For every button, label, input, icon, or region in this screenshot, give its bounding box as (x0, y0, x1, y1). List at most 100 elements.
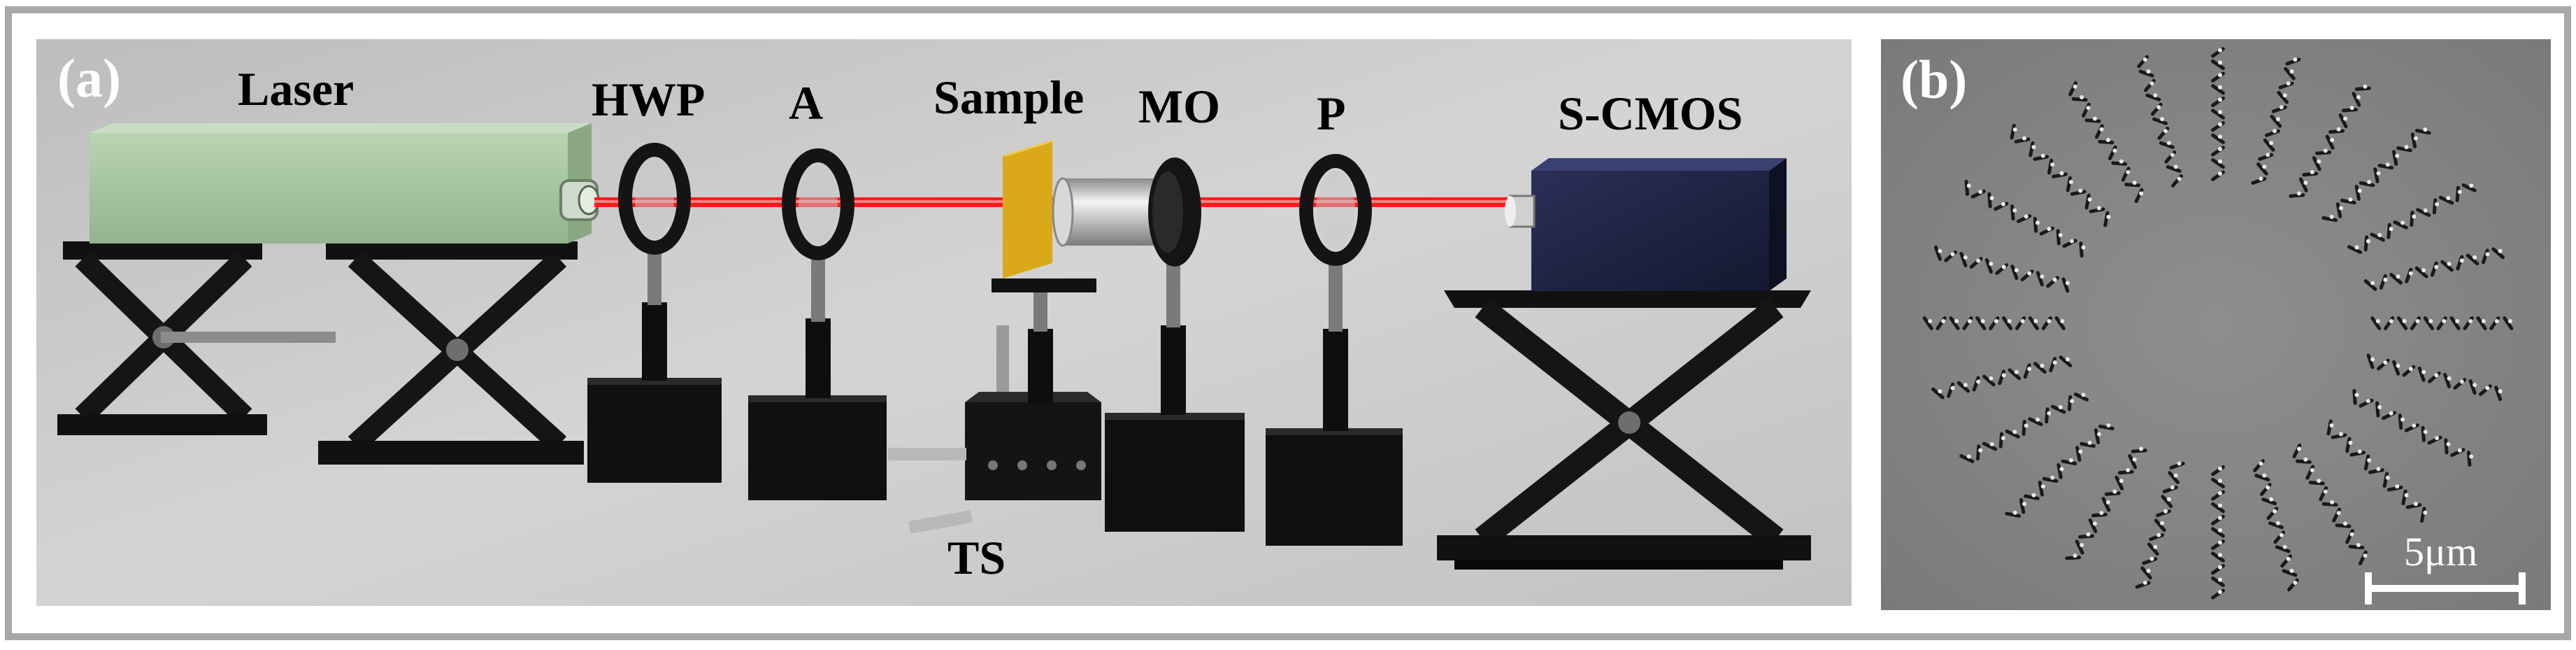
mo-post (1166, 260, 1180, 327)
sem-nanorod (1984, 258, 1993, 274)
sem-nanorod-highlight (2317, 479, 2321, 483)
sem-nanorod-highlight (2218, 73, 2222, 78)
sem-nanorod-highlight (2218, 528, 2222, 532)
sem-nanorod (2295, 459, 2312, 464)
sem-nanorod (2282, 569, 2298, 577)
sem-nanorod-highlight (2423, 430, 2428, 434)
mo-base (1105, 413, 1245, 532)
sem-nanorod (2263, 139, 2275, 152)
sem-nanorod (2366, 353, 2375, 369)
sem-spoke (2137, 55, 2183, 188)
sem-nanorod-highlight (2286, 556, 2291, 561)
sem-nanorod (2056, 229, 2061, 246)
sem-nanorod-highlight (2442, 319, 2447, 323)
sem-nanorod-highlight (2279, 105, 2284, 110)
sem-nanorod-highlight (2400, 220, 2405, 225)
sem-nanorod-highlight (2404, 145, 2409, 150)
sem-nanorod-highlight (2065, 281, 2070, 285)
sem-nanorod-highlight (2050, 475, 2055, 480)
sem-nanorod-highlight (2377, 233, 2382, 237)
sem-nanorod-highlight (2367, 458, 2372, 462)
sem-nanorod-highlight (2126, 170, 2131, 174)
sem-nanorod-highlight (2323, 148, 2328, 153)
sem-nanorod-highlight (2459, 379, 2464, 384)
sem-nanorod-highlight (2059, 467, 2064, 472)
sem-nanorod-highlight (2142, 580, 2147, 585)
sem-nanorod-highlight (2160, 117, 2165, 122)
sem-nanorod (2370, 232, 2385, 242)
sem-nanorod (1975, 316, 1987, 330)
sem-nanorod (2140, 566, 2152, 580)
sem-nanorod (2432, 198, 2438, 215)
sem-spoke (1922, 316, 2066, 330)
sem-nanorod-highlight (2052, 277, 2057, 282)
sem-nanorod-highlight (2040, 363, 2045, 368)
sem-nanorod-highlight (2412, 423, 2417, 428)
sem-nanorod-highlight (2166, 141, 2171, 146)
sem-nanorod-highlight (2421, 268, 2426, 273)
sem-nanorod-highlight (2396, 274, 2400, 279)
sem-nanorod (1959, 454, 1975, 463)
sample-holder (992, 278, 1096, 292)
sem-nanorod-highlight (2402, 319, 2407, 323)
sem-nanorod (2468, 379, 2477, 395)
sem-nanorod-highlight (2022, 136, 2027, 141)
sem-nanorod-highlight (2047, 227, 2052, 232)
sem-nanorod (2438, 195, 2454, 205)
hwp-post-holder (642, 302, 667, 381)
sem-nanorod (2461, 183, 2477, 192)
hwp-label: HWP (592, 73, 705, 126)
sem-nanorod-highlight (2366, 239, 2370, 243)
sem-nanorod (2161, 495, 2173, 508)
sem-nanorod-highlight (2389, 227, 2393, 232)
sem-nanorod (2079, 241, 2084, 258)
sem-nanorod-highlight (2040, 484, 2045, 489)
sem-nanorod-highlight (2132, 181, 2137, 185)
sem-nanorod-highlight (2218, 553, 2222, 558)
sample-assembly (888, 140, 1101, 534)
sem-nanorod (2476, 316, 2487, 330)
sem-nanorod-highlight (2329, 423, 2334, 428)
sem-nanorod (2417, 366, 2426, 382)
sem-nanorod-highlight (2014, 369, 2019, 374)
sem-nanorod (2414, 129, 2431, 135)
sem-nanorod-highlight (2047, 319, 2052, 323)
sem-nanorod-highlight (1967, 319, 1972, 323)
sem-nanorod (2284, 66, 2296, 80)
sem-nanorod-highlight (2218, 110, 2222, 115)
sem-nanorod-highlight (2058, 233, 2063, 237)
sem-nanorod-highlight (2348, 197, 2353, 202)
sem-nanorod-highlight (2070, 239, 2075, 243)
sem-nanorod-highlight (2087, 197, 2092, 202)
polarizer-post-holder (1323, 329, 1348, 431)
sem-nanorod (1982, 441, 1998, 451)
sem-nanorod-highlight (2007, 319, 2012, 323)
sem-nanorod-highlight (2218, 48, 2222, 52)
sem-nanorod-highlight (2473, 383, 2477, 388)
sem-nanorod-highlight (2339, 206, 2343, 211)
sem-nanorod-highlight (2273, 509, 2277, 514)
sem-nanorod-highlight (2275, 117, 2280, 122)
sem-nanorod-highlight (2383, 360, 2388, 365)
sem-nanorod-highlight (2012, 208, 2017, 213)
sem-nanorod-highlight (2052, 360, 2057, 365)
sem-nanorod-highlight (2385, 162, 2390, 167)
sem-nanorod (2211, 502, 2225, 514)
sem-nanorod-highlight (2481, 319, 2486, 323)
sem-nanorod (2466, 253, 2480, 266)
sem-nanorod (2289, 193, 2305, 198)
sem-nanorod (2277, 90, 2289, 104)
sem-nanorod (1987, 192, 1992, 209)
sem-nanorod (1931, 387, 1945, 400)
sem-nanorod-highlight (2001, 436, 2005, 441)
sem-nanorod (1956, 381, 1970, 393)
laser (90, 123, 600, 243)
sem-nanorod-highlight (2357, 188, 2362, 193)
sem-nanorod-highlight (2336, 511, 2341, 516)
sem-spoke (2005, 423, 2115, 518)
sem-nanorod (2352, 92, 2361, 107)
sem-nanorod-highlight (2059, 171, 2064, 176)
sem-nanorod-highlight (2024, 423, 2028, 428)
sem-nanorod-highlight (2329, 215, 2334, 219)
sem-nanorod-highlight (2457, 190, 2462, 195)
